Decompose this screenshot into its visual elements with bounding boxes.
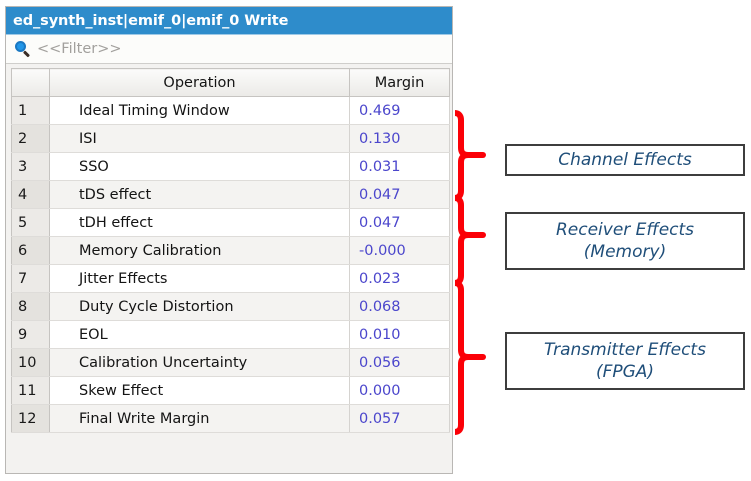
column-header-margin[interactable]: Margin <box>349 68 450 97</box>
row-index: 3 <box>11 152 50 181</box>
cell-margin: 0.469 <box>349 96 450 125</box>
cell-operation: tDS effect <box>49 180 350 209</box>
brace-1 <box>453 110 469 201</box>
brace-3 <box>453 280 469 435</box>
cell-operation: Calibration Uncertainty <box>49 348 350 377</box>
cell-margin: 0.056 <box>349 348 450 377</box>
cell-operation: tDH effect <box>49 208 350 237</box>
annotation-line-1: Transmitter Effects <box>544 340 706 360</box>
table-header-row: Operation Margin <box>11 68 450 97</box>
annotation-line-2: (Memory) <box>583 242 667 262</box>
cell-operation: Final Write Margin <box>49 404 350 433</box>
row-index: 1 <box>11 96 50 125</box>
row-index: 9 <box>11 320 50 349</box>
row-index: 4 <box>11 180 50 209</box>
filter-input[interactable]: <<Filter>> <box>37 41 122 57</box>
cell-margin: 0.057 <box>349 404 450 433</box>
cell-margin: 0.047 <box>349 180 450 209</box>
row-index: 8 <box>11 292 50 321</box>
column-header-operation[interactable]: Operation <box>49 68 350 97</box>
cell-operation: Jitter Effects <box>49 264 350 293</box>
cell-operation: Duty Cycle Distortion <box>49 292 350 321</box>
cell-margin: 0.010 <box>349 320 450 349</box>
cell-operation: Skew Effect <box>49 376 350 405</box>
filter-bar[interactable]: <<Filter>> <box>6 35 452 64</box>
annotation-channel-effects: Channel Effects <box>505 144 745 176</box>
column-header-index[interactable] <box>11 68 50 97</box>
grouping-braces <box>453 105 507 443</box>
page-title: ed_synth_inst|emif_0|emif_0 Write <box>13 12 289 29</box>
cell-operation: ISI <box>49 124 350 153</box>
row-index: 10 <box>11 348 50 377</box>
brace-2 <box>453 195 469 286</box>
cell-margin: 0.130 <box>349 124 450 153</box>
annotation-line-2: (FPGA) <box>595 362 655 382</box>
cell-margin: -0.000 <box>349 236 450 265</box>
row-index: 11 <box>11 376 50 405</box>
row-index: 5 <box>11 208 50 237</box>
cell-operation: EOL <box>49 320 350 349</box>
annotation-line-1: Channel Effects <box>558 150 692 170</box>
margin-report-panel: ed_synth_inst|emif_0|emif_0 Write <<Filt… <box>5 6 453 474</box>
cell-margin: 0.047 <box>349 208 450 237</box>
row-index: 12 <box>11 404 50 433</box>
cell-operation: Memory Calibration <box>49 236 350 265</box>
brace-svg <box>453 110 486 435</box>
row-index: 7 <box>11 264 50 293</box>
row-index: 6 <box>11 236 50 265</box>
annotation-receiver-effects: Receiver Effects (Memory) <box>505 212 745 270</box>
annotation-transmitter-effects: Transmitter Effects (FPGA) <box>505 332 745 390</box>
annotation-line-1: Receiver Effects <box>555 220 695 240</box>
cell-margin: 0.031 <box>349 152 450 181</box>
cell-operation: Ideal Timing Window <box>49 96 350 125</box>
cell-operation: SSO <box>49 152 350 181</box>
cell-margin: 0.023 <box>349 264 450 293</box>
search-icon <box>15 40 32 58</box>
panel-title-bar: ed_synth_inst|emif_0|emif_0 Write <box>6 7 452 35</box>
cell-margin: 0.068 <box>349 292 450 321</box>
cell-margin: 0.000 <box>349 376 450 405</box>
row-index: 2 <box>11 124 50 153</box>
